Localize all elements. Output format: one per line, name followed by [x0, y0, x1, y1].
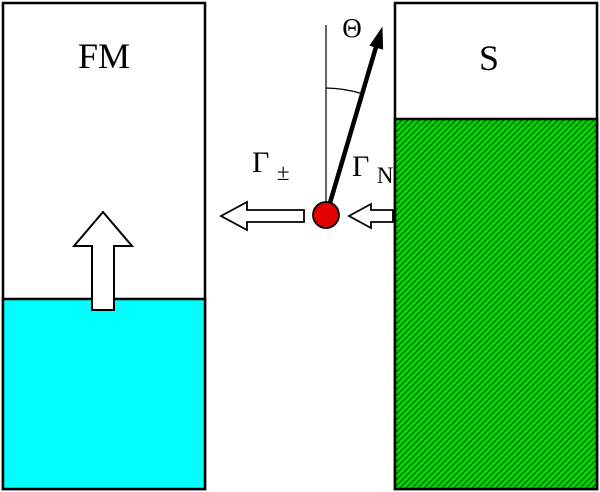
gamma-pm-label: Γ ±: [252, 146, 289, 185]
s-condensate-region: [393, 117, 599, 491]
gamma-n-sub: N: [377, 163, 394, 188]
gamma-n-base: Γ: [352, 150, 369, 183]
theta-label: Θ: [342, 13, 362, 43]
fm-condensate-region: [1, 297, 207, 491]
gamma-n-arrow: [347, 202, 394, 230]
trajectory-arrow-head: [369, 26, 384, 50]
gamma-pm-sub: ±: [277, 160, 290, 185]
fm-label: FM: [78, 36, 130, 76]
gamma-pm-arrow: [219, 200, 305, 232]
particle-dot: [312, 201, 340, 229]
s-label: S: [479, 38, 499, 78]
trajectory-arrow-shaft: [324, 46, 379, 214]
gamma-pm-base: Γ: [252, 146, 269, 179]
gamma-n-label: Γ N: [352, 150, 394, 188]
theta-arc: [325, 87, 364, 95]
fm-up-arrow: [71, 210, 135, 311]
